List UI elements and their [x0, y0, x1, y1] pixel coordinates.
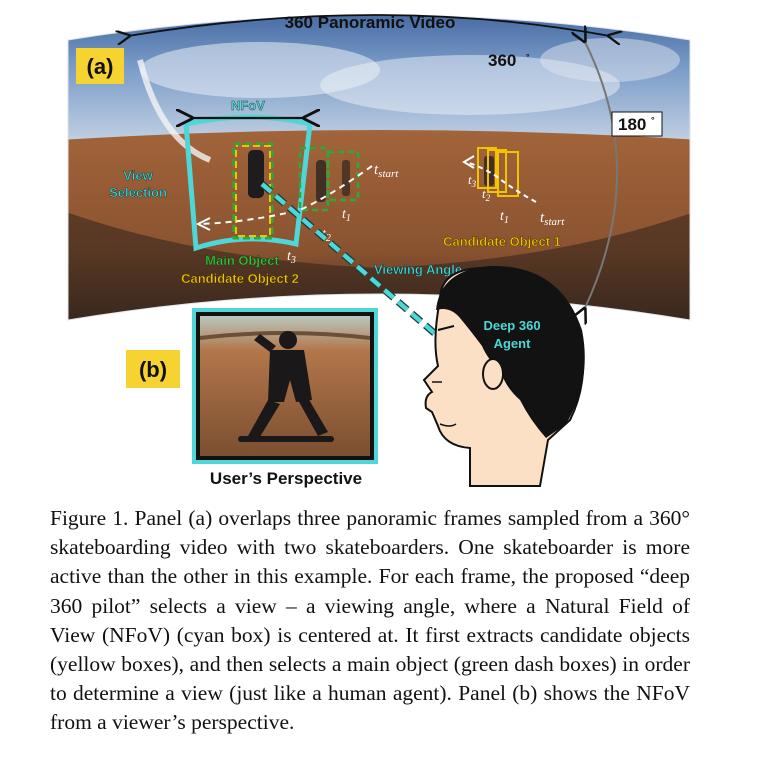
deg-mark-180: ° [651, 115, 655, 125]
candidate-1-box-t1 [497, 151, 519, 197]
skater-silhouettes [248, 150, 494, 202]
deg-mark-360: ° [526, 52, 530, 62]
view-selection-label-2: Selection [109, 185, 167, 200]
vertical-180-arrow [584, 40, 618, 310]
t1-right: t1 [500, 209, 509, 226]
t-start-left: tstart [374, 162, 399, 180]
panel-b-badge [126, 350, 180, 388]
nfov-label: NFoV [231, 98, 265, 113]
users-perspective-label: User’s Perspective [210, 469, 362, 488]
label-180: 180 [618, 115, 646, 134]
t3-right: t3 [468, 172, 477, 189]
panel-a-badge [76, 48, 124, 84]
agent-label-2: Agent [494, 336, 532, 351]
main-object-label: Main Object [205, 253, 279, 268]
viewing-angle-line [260, 182, 442, 340]
agent-label-1: Deep 360 [483, 318, 540, 333]
panel-a-label: (a) [87, 54, 114, 79]
t-start-right: tstart [540, 210, 565, 228]
figure-title: 360 Panoramic Video [285, 13, 456, 32]
t2-right: t2 [482, 186, 491, 203]
label-360: 360 [488, 51, 516, 70]
main-object-box-t2 [298, 146, 330, 212]
candidate-object-1-label: Candidate Object 1 [443, 234, 561, 249]
label-180-box [611, 111, 663, 137]
viewing-angle-label: Viewing Angle [374, 262, 462, 277]
figure-svg: 360 Panoramic Video 360 ° 180 ° (a) NFoV… [67, 13, 691, 488]
figure-caption: Figure 1. Panel (a) overlaps three panor… [50, 506, 690, 735]
figure-panel: 360 Panoramic Video 360 ° 180 ° (a) NFoV… [67, 13, 691, 488]
horizontal-360-arrow [128, 14, 610, 36]
trajectory-candidate-2 [199, 165, 373, 225]
agent-head-illustration [422, 265, 585, 487]
t1-left: t1 [342, 207, 351, 224]
trajectory-candidate-1 [465, 161, 537, 203]
perspective-skater [238, 331, 334, 442]
panorama-image [68, 15, 690, 320]
candidate-object-2-label: Candidate Object 2 [181, 271, 299, 286]
panel-b-label: (b) [139, 357, 167, 382]
t3-left: t3 [287, 249, 296, 266]
view-selection-label-1: View [123, 168, 153, 183]
